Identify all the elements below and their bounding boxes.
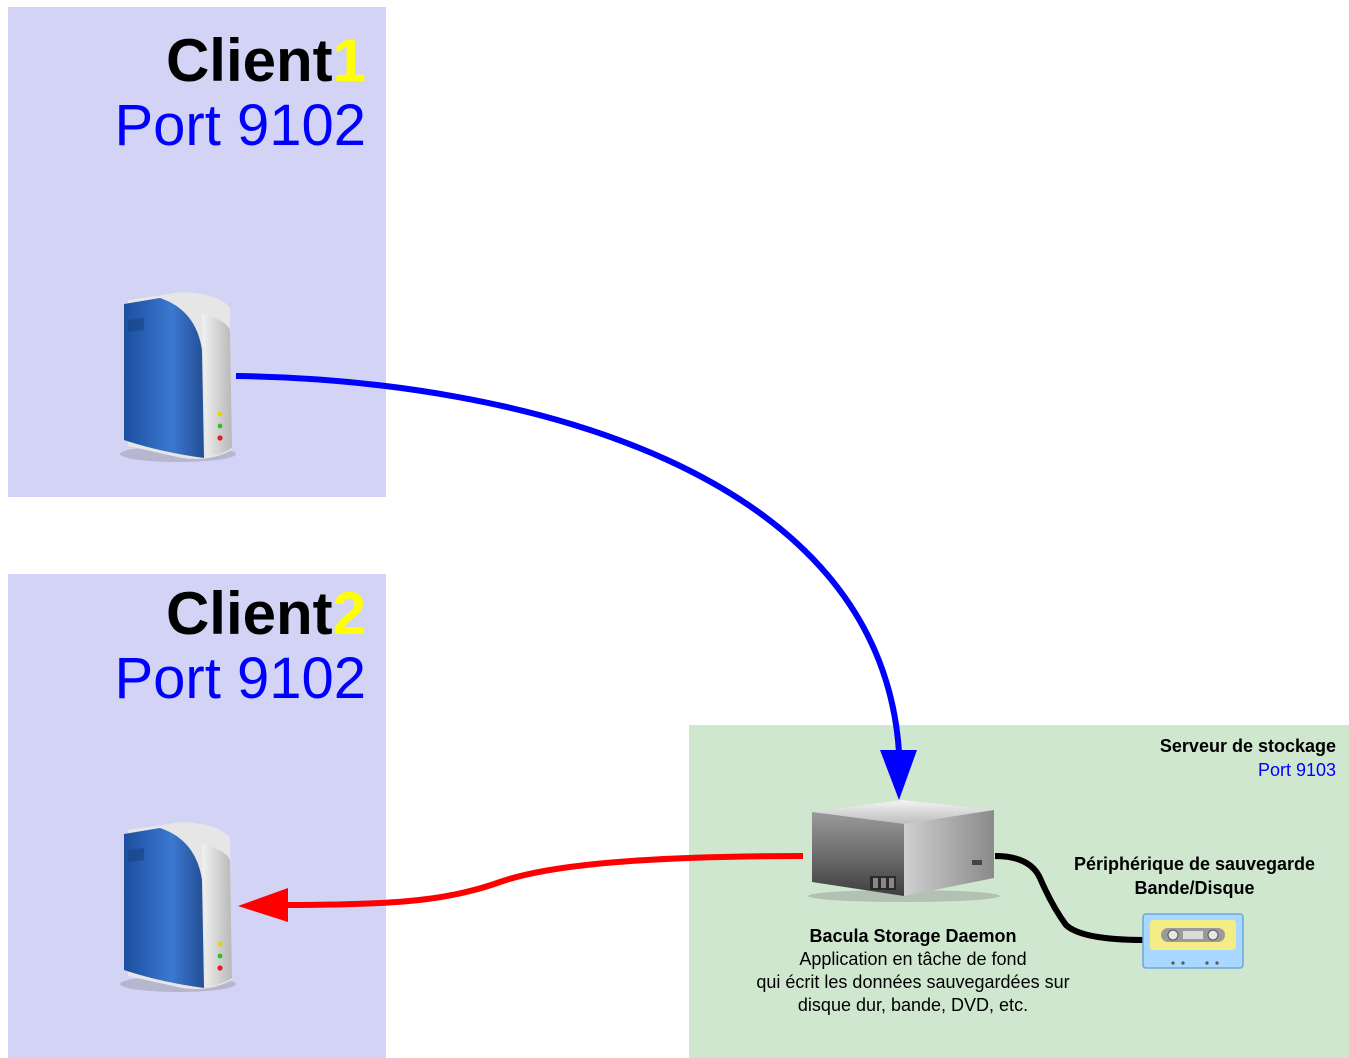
client1-title-text: Client	[165, 27, 333, 94]
storage-title: Serveur de stockage	[1159, 736, 1336, 756]
cassette-tape-icon	[1142, 913, 1244, 969]
storage-server-panel: Serveur de stockage Port 9103	[689, 725, 1349, 1058]
client2-number: 2	[332, 580, 366, 647]
client1-title: Client1	[166, 31, 366, 91]
daemon-desc-line2: qui écrit les données sauvegardées sur	[756, 972, 1070, 992]
client2-port: Port 9102	[114, 646, 366, 711]
daemon-desc-line3: disque dur, bande, DVD, etc.	[797, 995, 1029, 1015]
server-tower-icon	[120, 292, 236, 462]
daemon-desc-line1: Application en tâche de fond	[799, 949, 1027, 969]
client2-title-text: Client	[165, 580, 333, 647]
client1-number: 1	[332, 27, 366, 94]
arrow-head-client2	[238, 888, 288, 922]
arrow-client1-to-storage	[235, 373, 902, 753]
storage-daemon-label: Bacula Storage Daemon Application en tâc…	[690, 925, 1136, 1017]
storage-box-icon	[808, 800, 1000, 902]
storage-port: Port 9103	[1257, 760, 1336, 780]
client2-title: Client2	[166, 584, 366, 644]
arrow-storage-to-client2	[284, 853, 804, 908]
device-cable	[994, 853, 1146, 943]
arrow-head-storage	[880, 750, 917, 800]
server-tower-icon	[120, 822, 236, 992]
device-label-line1: Périphérique de sauvegarde	[1073, 854, 1316, 874]
client1-port: Port 9102	[114, 93, 366, 158]
daemon-title: Bacula Storage Daemon	[809, 926, 1017, 946]
backup-device-label: Périphérique de sauvegarde Bande/Disque	[1032, 852, 1349, 900]
device-label-line2: Bande/Disque	[1134, 878, 1255, 898]
